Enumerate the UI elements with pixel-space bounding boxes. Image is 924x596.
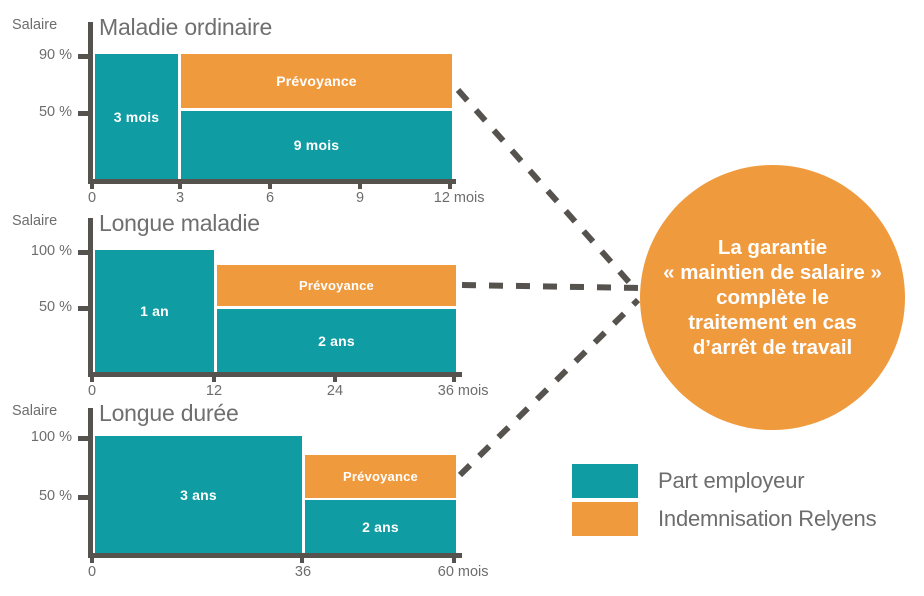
chart-maladie-ordinaire: Salaire Maladie ordinaire 90 % 50 % 3 mo… <box>0 14 540 214</box>
bar-segment-relyens: Prévoyance <box>305 455 456 498</box>
bar-segment-label: Prévoyance <box>299 278 374 293</box>
x-tick-label: 12 mois <box>433 190 485 206</box>
x-tick-mark <box>212 372 216 382</box>
y-tick-label: 50 % <box>38 299 72 315</box>
chart-longue-maladie: Salaire Longue maladie 100 % 50 % 1 an P… <box>0 210 540 410</box>
bar-segment-label: Prévoyance <box>343 469 418 484</box>
x-tick-label: 24 <box>326 383 344 399</box>
y-tick-mark <box>78 495 88 500</box>
x-tick-label: 3 <box>175 190 185 206</box>
bar-segment-label: Prévoyance <box>276 73 357 89</box>
x-axis-line <box>88 179 456 184</box>
chart-longue-duree: Salaire Longue durée 100 % 50 % 3 ans Pr… <box>0 400 540 596</box>
y-axis-title: Salaire <box>12 17 58 33</box>
x-tick-mark <box>300 553 304 563</box>
legend-swatch-icon <box>572 464 638 498</box>
x-tick-mark <box>358 179 362 189</box>
bar-segment-employer: 1 an <box>95 250 214 372</box>
bar-segment-employer: 2 ans <box>217 309 456 372</box>
bar-segment-employer: 2 ans <box>305 500 456 553</box>
callout-circle: La garantie « maintien de salaire » comp… <box>640 165 905 430</box>
x-axis-line <box>88 372 462 377</box>
x-tick-label: 36 <box>294 564 312 580</box>
x-tick-label: 60 mois <box>437 564 489 580</box>
y-axis-title: Salaire <box>12 403 58 419</box>
bar-segment-label: 3 ans <box>180 486 217 503</box>
y-axis-title: Salaire <box>12 213 58 229</box>
bar-segment-employer: 3 mois <box>95 54 178 179</box>
y-axis-line <box>88 218 93 375</box>
x-tick-mark <box>90 372 94 382</box>
chart-title: Maladie ordinaire <box>99 14 273 40</box>
x-tick-label: 6 <box>265 190 275 206</box>
y-tick-label: 90 % <box>38 47 72 63</box>
y-tick-mark <box>78 111 88 116</box>
y-axis-line <box>88 408 93 556</box>
x-tick-label: 9 <box>355 190 365 206</box>
x-tick-mark <box>268 179 272 189</box>
bar-segment-label: 2 ans <box>362 518 399 535</box>
legend-label: Part employeur <box>658 468 805 493</box>
x-axis-line <box>88 553 462 558</box>
y-tick-label: 50 % <box>38 488 72 504</box>
y-tick-mark <box>78 436 88 441</box>
x-tick-label: 36 mois <box>437 383 489 399</box>
bar-segment-employer: 9 mois <box>181 111 452 179</box>
chart-title: Longue maladie <box>99 210 260 236</box>
y-tick-label: 100 % <box>30 243 72 259</box>
bar-segment-relyens: Prévoyance <box>181 54 452 108</box>
y-tick-mark <box>78 250 88 255</box>
bar-segment-label: 1 an <box>140 303 169 319</box>
x-tick-mark <box>90 179 94 189</box>
x-tick-mark <box>333 372 337 382</box>
x-tick-mark <box>452 553 456 563</box>
legend-label: Indemnisation Relyens <box>658 506 877 531</box>
y-tick-mark <box>78 306 88 311</box>
x-tick-label: 12 <box>205 383 223 399</box>
x-tick-mark <box>178 179 182 189</box>
y-tick-label: 100 % <box>30 429 72 445</box>
x-tick-mark <box>90 553 94 563</box>
legend-item-part-employeur: Part employeur <box>572 462 876 500</box>
y-axis-line <box>88 22 93 182</box>
bar-segment-employer: 3 ans <box>95 436 302 553</box>
chart-title: Longue durée <box>99 400 239 426</box>
bar-segment-label: 2 ans <box>318 332 355 349</box>
bar-segment-relyens: Prévoyance <box>217 265 456 306</box>
legend-swatch-icon <box>572 502 638 536</box>
y-tick-label: 50 % <box>38 104 72 120</box>
x-tick-label: 0 <box>87 190 97 206</box>
x-tick-label: 0 <box>87 564 97 580</box>
bar-segment-label: 3 mois <box>113 108 160 125</box>
callout-text: La garantie « maintien de salaire » comp… <box>663 236 882 359</box>
x-tick-label: 0 <box>87 383 97 399</box>
y-tick-mark <box>78 54 88 59</box>
legend-item-indemnisation-relyens: Indemnisation Relyens <box>572 500 877 538</box>
x-tick-mark <box>452 372 456 382</box>
legend: Part employeur Indemnisation Relyens <box>572 462 877 538</box>
bar-segment-label: 9 mois <box>293 137 340 153</box>
x-tick-mark <box>448 179 452 189</box>
